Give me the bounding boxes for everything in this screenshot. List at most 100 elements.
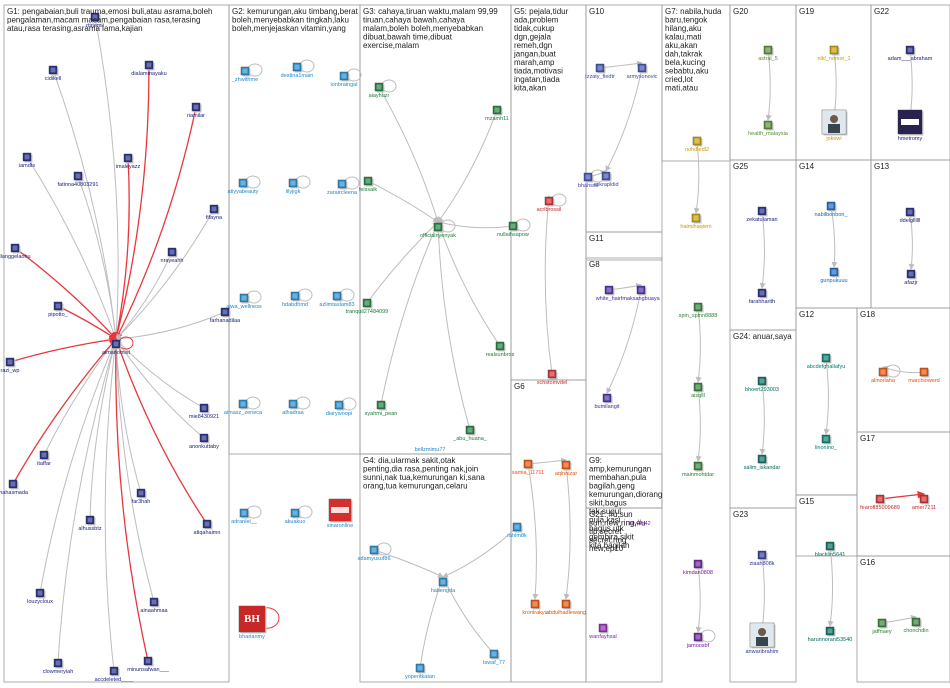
node-itaffar[interactable]: itaffar — [37, 450, 51, 467]
node-chonchdin[interactable]: chonchdin — [903, 617, 929, 634]
node-anonkuttaby[interactable]: anonkuttaby — [189, 433, 219, 450]
node-askrapldid[interactable]: askrapldid — [593, 171, 619, 188]
node-aimanomist[interactable]: aimanomist — [102, 339, 131, 356]
node-dialammayaku[interactable]: dialammayaku — [131, 60, 167, 77]
node-wanfayhsal[interactable]: wanfayhsal — [588, 623, 617, 640]
node-spin_spinn[interactable]: spin_spinn8888 — [679, 302, 718, 319]
node-alinorlaha[interactable]: alinorlaha — [871, 367, 896, 384]
node-farahharith[interactable]: farahharith — [749, 288, 775, 305]
node-atiyyabeauty[interactable]: atiyyabeauty — [228, 178, 259, 195]
node-zhwithme[interactable]: _zhwithme — [231, 66, 258, 83]
node-kimdan0808[interactable]: kimdan0808 — [683, 559, 713, 576]
node-nullaihsapow[interactable]: nullaihsapow — [497, 221, 529, 238]
node-marchiowerd[interactable]: marchiowerd — [908, 367, 940, 384]
node-gunpukuuu[interactable]: gunpukuuu — [820, 267, 848, 284]
node-afazjr[interactable]: afazjr — [904, 269, 918, 286]
node-feissaik[interactable]: feissaik — [359, 176, 378, 193]
node-habengda[interactable]: habengda — [431, 577, 456, 594]
node-fearofl[interactable]: fearofl85009689 — [860, 494, 900, 511]
node-zaraircleena[interactable]: zaraircleena — [327, 179, 358, 196]
node-nikl_nomor_1[interactable]: nikl_nomor_1 — [817, 45, 851, 62]
node-nohdledl2[interactable]: nohdledl2 — [685, 136, 709, 153]
node-acrlbrossil[interactable]: acrlbrossil — [537, 196, 562, 213]
node-ziaah808k[interactable]: ziaah808k — [749, 550, 775, 567]
node-abdulhadlewang[interactable]: abdulhadlewang — [546, 599, 586, 616]
node-amer7211[interactable]: amer7211 — [912, 494, 936, 511]
node-health_malaysia[interactable]: health_malaysia — [748, 120, 789, 137]
node-minunsafwan[interactable]: minunsafwan___ — [127, 656, 170, 673]
node-abu_huana[interactable]: _abu_huana_ — [452, 425, 488, 442]
node-mzamh11[interactable]: mzamh11 — [485, 105, 509, 122]
node-accdeleted[interactable]: accdeleted____ — [95, 666, 135, 683]
node-anwaribrahim[interactable]: anwaribrahim — [745, 622, 779, 655]
node-aimasz_zeneca[interactable]: aimasz_zeneca — [224, 399, 263, 416]
node-harunnorani[interactable]: harunnorani53540 — [808, 626, 853, 643]
node-azlimtaslam83[interactable]: azlimtaslam83 — [319, 291, 355, 308]
node-riamilar[interactable]: riamilar — [187, 102, 205, 119]
node-salim_iskandar[interactable]: salim_iskandar — [744, 454, 781, 471]
node-bhahssil[interactable]: bhahssil — [578, 172, 598, 189]
node-llanggelaohu[interactable]: llanggelaohu — [0, 243, 31, 260]
node-maksangbuaya[interactable]: maksangbuaya — [622, 285, 661, 302]
node-adamyusuf86[interactable]: adamyusuf86 — [357, 545, 391, 562]
node-syahmi_pean[interactable]: syahmi_pean — [365, 400, 398, 417]
node-aqlnnizar[interactable]: aqlnnizar — [555, 460, 577, 477]
node-clowmeryiah[interactable]: clowmeryiah — [43, 658, 74, 675]
node-inahasmada[interactable]: inahasmada — [0, 479, 29, 496]
node-ajwa_wellness[interactable]: ajwa_wellness — [226, 293, 262, 310]
node-haimihaqiem[interactable]: haimihaqiem — [680, 213, 712, 230]
node-tzzaty_fiedtr[interactable]: tzzaty_fiedtr — [585, 63, 615, 80]
node-samia_11711[interactable]: samia_11711 — [512, 459, 544, 476]
node-hdabdhmd[interactable]: hdabdhmd — [282, 291, 308, 308]
node-ddelgllllll[interactable]: ddelgllllll — [900, 207, 921, 224]
node-adam_abraham[interactable]: adam___abraham — [888, 45, 933, 62]
node-linonino[interactable]: linonino_ — [815, 434, 838, 451]
node-ionbraingal[interactable]: ionbraingal — [331, 71, 358, 88]
node-mainmohtdar[interactable]: mainmohtdar — [682, 461, 714, 478]
node-fatinna[interactable]: fatinna40803291 — [58, 171, 99, 188]
node-realsunbros[interactable]: realsunbros — [486, 341, 515, 358]
node-officialnyenyak[interactable]: officialnyenyak — [420, 222, 456, 239]
node-hmetromy[interactable]: hmetromy — [897, 109, 924, 142]
node-diarywoopi[interactable]: diarywoopi — [326, 400, 352, 417]
node-razi_wp[interactable]: razi_wp — [1, 357, 20, 374]
node-atiqahaimn[interactable]: atiqahaimn — [194, 519, 221, 536]
node-imaleyazz[interactable]: imaleyazz — [116, 153, 141, 170]
node-cidikeli[interactable]: cidikell — [45, 65, 62, 82]
node-rtirjemii[interactable]: rtirjemii — [86, 12, 104, 29]
node-lilyjigk[interactable]: lilyjigk — [286, 178, 301, 195]
node-nrayeahh[interactable]: nrayeahh — [161, 247, 184, 264]
node-jamoosbf[interactable]: jamoosbf — [686, 632, 710, 649]
node-tranquil[interactable]: tranquil27484099 — [346, 298, 389, 315]
node-pipotto[interactable]: pipotto_ — [48, 301, 69, 318]
node-tswaf_77[interactable]: tswaf_77 — [483, 649, 505, 666]
node-aisqlll[interactable]: aisqlll — [691, 382, 705, 399]
node-aiayhuzr[interactable]: aiayhuzr — [369, 82, 390, 99]
node-xchstomvdel[interactable]: xchstomvdel — [537, 369, 568, 386]
node-alhadraa[interactable]: alhadraa — [282, 399, 305, 416]
node-mie[interactable]: mie8430921 — [189, 403, 219, 420]
node-iamdts[interactable]: iamdts — [19, 152, 35, 169]
node-astral_5[interactable]: astral_5 — [758, 45, 778, 62]
node-sinaronline[interactable]: sinaronline — [327, 498, 354, 529]
node-jaffnaey[interactable]: jaffnaey — [871, 618, 892, 635]
node-far3hah[interactable]: far3hah — [132, 488, 151, 505]
node-yoperitkatan[interactable]: yoperitkatan — [405, 663, 435, 680]
node-jokowi[interactable]: jokowi — [821, 109, 848, 142]
node-armysonovic[interactable]: armysonovic — [627, 63, 658, 80]
node-louzycloux[interactable]: louzycloux — [27, 588, 53, 605]
node-farhanadilaa[interactable]: farhanadilaa — [210, 307, 241, 324]
node-fifayna[interactable]: fifayna — [206, 204, 223, 221]
node-white_hairf[interactable]: white_hairf — [595, 285, 623, 302]
node-abcdefghallafyu[interactable]: abcdefghallafyu — [807, 353, 846, 370]
node-alhussbtz[interactable]: alhussbtz — [78, 515, 102, 532]
node-rahim8k[interactable]: rahim8k — [507, 522, 527, 539]
node-adranlel[interactable]: adranlel__ — [231, 508, 258, 525]
node-bhoert[interactable]: bhoert293003 — [745, 376, 779, 393]
node-akuakuo[interactable]: akuakuo — [285, 508, 306, 525]
node-destina[interactable]: destina1main — [281, 62, 314, 79]
node-nabilbonbon[interactable]: nabilbonbon_ — [814, 201, 848, 218]
node-zekatulaman[interactable]: zekatulaman — [746, 206, 778, 223]
node-ainaahmaa[interactable]: ainaahmaa — [140, 597, 169, 614]
